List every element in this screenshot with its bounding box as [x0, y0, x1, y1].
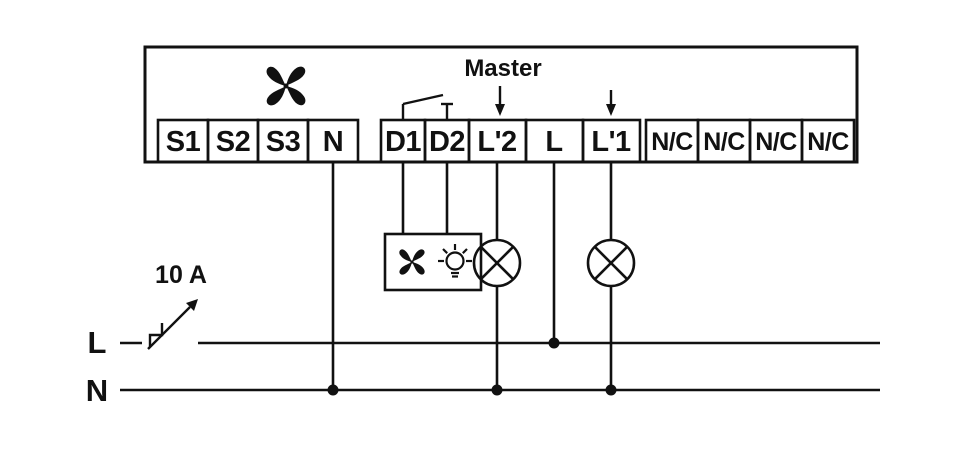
breaker-10a-icon — [147, 299, 198, 350]
live-bus-label: L — [88, 325, 107, 360]
junction-dot — [491, 384, 503, 396]
terminal-label-s3: S3 — [266, 126, 301, 158]
terminal-label-nc4: N/C — [807, 128, 849, 156]
breaker-rating-label: 10 A — [155, 261, 207, 289]
junction-dot — [548, 337, 560, 349]
lamp-icon — [586, 238, 636, 288]
master-arrow-icon — [495, 86, 505, 116]
junction-dot — [605, 384, 617, 396]
fan-light-load-box — [383, 232, 483, 292]
terminal-label-l1: L'1 — [591, 126, 631, 158]
bulb-icon — [438, 244, 472, 278]
switch-contact-icon — [401, 93, 453, 120]
terminal-cell-nc4 — [800, 118, 856, 164]
terminal-label-d1: D1 — [385, 126, 421, 158]
terminal-label-nc1: N/C — [651, 128, 693, 156]
neutral-bus-label: N — [86, 373, 108, 408]
terminal-label-n: N — [323, 126, 343, 158]
terminal-label-nc3: N/C — [755, 128, 797, 156]
master-arrow-icon — [606, 90, 616, 116]
terminal-label-l: L — [545, 126, 562, 158]
terminal-label-d2: D2 — [429, 126, 465, 158]
terminal-block — [156, 118, 856, 164]
fan-icon — [266, 66, 306, 106]
junction-dot — [327, 384, 339, 396]
terminal-label-l2: L'2 — [477, 126, 516, 158]
terminal-label-nc2: N/C — [703, 128, 745, 156]
terminal-label-s2: S2 — [216, 126, 250, 158]
master-label: Master — [464, 55, 541, 82]
wires — [331, 162, 613, 390]
fan-icon — [399, 249, 425, 275]
terminal-label-s1: S1 — [166, 126, 201, 158]
